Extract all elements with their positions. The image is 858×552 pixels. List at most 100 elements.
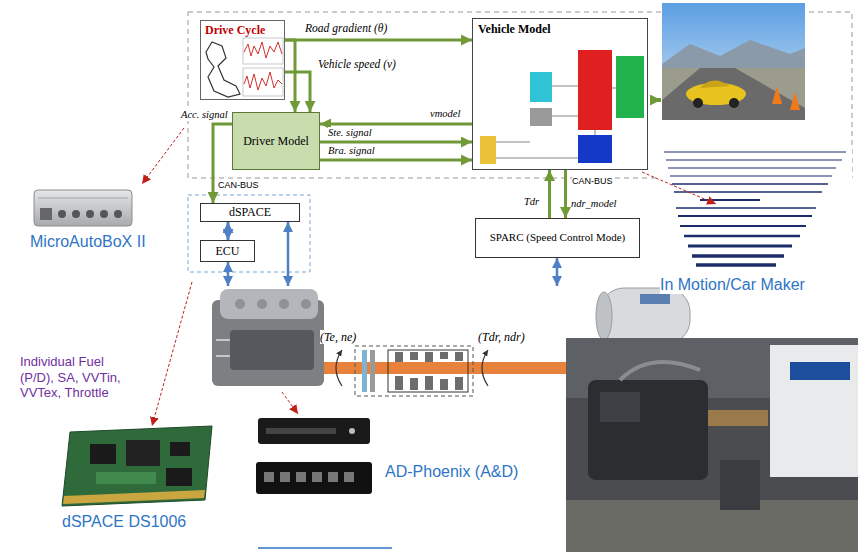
dynamometer-picture	[596, 288, 690, 344]
test-bench-photo	[566, 338, 858, 552]
ds1006-board	[63, 490, 205, 504]
signal-connector	[320, 123, 472, 126]
drive-cycle-plot	[243, 38, 283, 64]
underline	[258, 547, 392, 549]
carmaker-screenshot	[693, 98, 703, 108]
callout-arrow	[642, 172, 716, 204]
test-bench-photo	[566, 500, 858, 552]
carmaker-screenshot	[700, 80, 730, 88]
signal-label: Bra. signal	[328, 145, 375, 157]
ecu-box: ECU	[200, 240, 255, 262]
signal-connector	[285, 40, 295, 112]
inmotion-display	[678, 215, 812, 217]
carmaker-screenshot	[662, 3, 805, 120]
drivetrain-picture	[425, 376, 433, 390]
signal-arrow	[287, 222, 290, 286]
vehicle-model-blocks	[480, 136, 496, 164]
engine-picture	[216, 340, 230, 356]
test-bench-photo	[720, 460, 760, 510]
inmotion-display	[660, 148, 852, 268]
dynamometer-picture	[640, 294, 670, 304]
drivetrain-picture	[425, 352, 433, 362]
drivetrain-picture	[440, 379, 448, 390]
signal-label: Ste. signal	[328, 127, 372, 139]
microautobox-device	[58, 210, 66, 218]
signal-connector	[320, 159, 472, 162]
carmaker-screenshot	[790, 92, 800, 110]
engine-picture	[257, 299, 267, 309]
drivetrain-picture	[410, 378, 418, 390]
drive-shaft	[320, 362, 566, 374]
vehicle-model-blocks	[578, 50, 612, 130]
test-bench-photo	[770, 345, 858, 477]
inmotion-display	[664, 152, 846, 153]
drive-cycle-plot	[206, 38, 283, 97]
signal-connector	[285, 72, 310, 112]
hardware-label: dSPACE DS1006	[62, 512, 186, 531]
signal-connector	[213, 124, 232, 203]
callout-arrow	[152, 282, 192, 426]
microautobox-device	[34, 190, 132, 226]
drivetrain-picture	[355, 346, 473, 396]
ds1006-board	[126, 440, 160, 466]
signal-label: ndr_model	[571, 198, 617, 210]
engine-picture	[212, 289, 324, 386]
inmotion-display	[660, 148, 852, 268]
microautobox-device	[100, 210, 108, 218]
inmotion-display	[696, 263, 776, 266]
drivetrain-picture	[455, 377, 463, 390]
carmaker-screenshot	[662, 68, 805, 120]
inmotion-display	[674, 191, 822, 192]
callout-arrow	[282, 392, 298, 414]
output-arrow	[650, 98, 661, 102]
controller-boundary	[188, 195, 310, 272]
inmotion-display	[672, 183, 828, 184]
test-bench-photo	[620, 362, 700, 380]
node-text: dSPACE	[229, 205, 271, 219]
inmotion-display	[676, 207, 816, 209]
dyno-controller-box: SPARC (Speed Control Mode)	[475, 218, 640, 258]
test-bench-photo	[790, 362, 850, 380]
ad-phoenix-units	[280, 472, 290, 482]
ds1006-board	[62, 426, 212, 506]
signal-label: vmodel	[430, 108, 460, 120]
torque-arrow	[482, 350, 488, 386]
drivetrain-picture	[440, 352, 448, 359]
carmaker-screenshot	[772, 86, 782, 104]
ds1006-board	[62, 426, 212, 506]
microautobox-device	[86, 210, 94, 218]
vehicle-model-blocks	[530, 108, 552, 126]
signal-connector	[564, 170, 567, 218]
node-text: SPARC (Speed Control Mode)	[490, 231, 626, 244]
test-bench-photo	[708, 410, 768, 426]
inmotion-display	[668, 167, 836, 168]
signal-connector	[320, 141, 472, 144]
ad-phoenix-units	[256, 462, 372, 494]
drivetrain-picture	[370, 350, 375, 392]
controller-box: dSPACE	[200, 203, 300, 222]
node-text: Driver Model	[243, 134, 309, 148]
ad-phoenix-units	[258, 418, 370, 444]
signal-label: Tdr	[524, 196, 539, 208]
drivetrain-picture	[395, 376, 403, 390]
engine-picture	[230, 330, 314, 370]
test-bench-photo	[566, 338, 858, 552]
engine-picture	[301, 299, 311, 309]
vehicle-model-box: Vehicle Model	[472, 18, 648, 170]
inmotion-display	[692, 254, 784, 257]
node-text: Drive Cycle	[205, 23, 265, 37]
ad-phoenix-units	[328, 472, 338, 482]
microautobox-device	[38, 198, 128, 199]
hardware-label: AD-Phoenix (A&D)	[385, 462, 518, 481]
test-bench-photo	[588, 380, 708, 480]
drive-cycle-plot	[244, 42, 282, 58]
ad-phoenix-units	[256, 418, 372, 494]
callout-arrow	[142, 128, 184, 184]
signal-label: Vehicle speed (v)	[318, 58, 396, 70]
driver-model-box: Driver Model	[232, 112, 320, 170]
ds1006-board	[170, 442, 190, 456]
drivetrain-picture	[395, 352, 403, 362]
ds1006-board	[166, 468, 192, 486]
engine-picture	[220, 289, 318, 319]
